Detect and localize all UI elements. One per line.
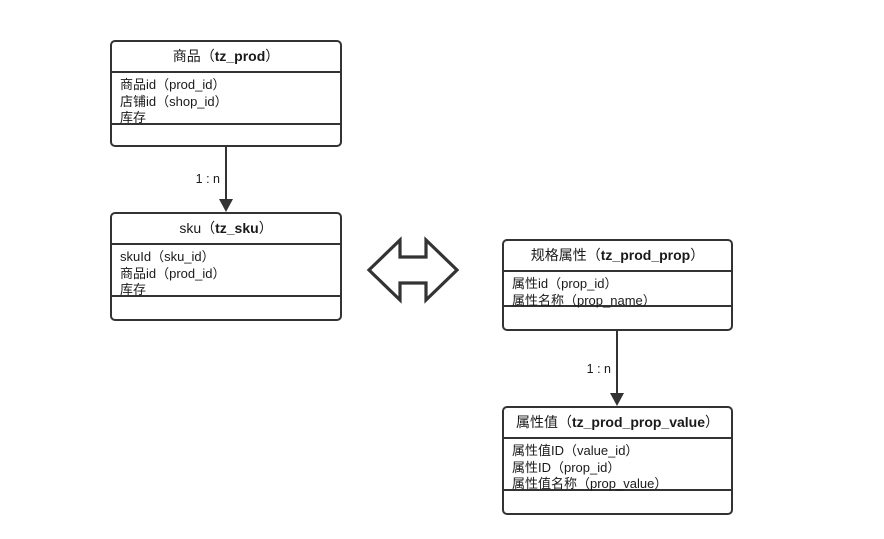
entity-title-text-prod-prop-value: 属性值 — [515, 414, 558, 430]
entity-title-sku: sku（tz_sku） — [112, 214, 340, 245]
attribute-row: 商品id（prod_id） — [120, 265, 226, 281]
attribute-row: 店铺id（shop_id） — [120, 93, 228, 109]
entity-footer-prod — [112, 125, 340, 145]
attribute-row: 商品id（prod_id） — [120, 77, 226, 92]
entity-footer-prod-prop — [504, 307, 731, 329]
entity-attributes-prod: 商品id（prod_id） 店铺id（shop_id） 库存 — [112, 73, 340, 125]
entity-title-text-prod-prop: 规格属性 — [530, 247, 587, 263]
entity-title-text-prod: 商品 — [172, 48, 201, 64]
entity-attributes-prod-prop-value: 属性值ID（value_id） 属性ID（prop_id） 属性值名称（prop… — [504, 439, 731, 491]
attribute-row: 属性id（prop_id） — [512, 276, 618, 291]
entity-box-sku[interactable]: sku（tz_sku） skuId（sku_id） 商品id（prod_id） … — [110, 212, 342, 321]
double-headed-arrow-icon — [366, 236, 460, 304]
entity-table-name-prod: tz_prod — [214, 48, 266, 64]
attribute-row: 库存 — [120, 110, 147, 125]
attribute-row: 库存 — [120, 282, 147, 297]
entity-attributes-prod-prop: 属性id（prop_id） 属性名称（prop_name） — [504, 272, 731, 308]
connector-line-icon — [225, 147, 227, 200]
attribute-row: skuId（sku_id） — [120, 249, 215, 264]
arrow-head-icon — [610, 393, 624, 406]
connector-line-icon — [616, 331, 618, 394]
attribute-row: 属性值ID（value_id） — [512, 443, 639, 458]
entity-footer-prod-prop-value — [504, 491, 731, 513]
attribute-row: 属性ID（prop_id） — [512, 459, 621, 475]
entity-title-text-sku: sku — [179, 220, 202, 236]
connector-label-prod-to-sku: 1 : n — [195, 172, 220, 186]
attribute-row: 属性名称（prop_name） — [512, 292, 656, 308]
entity-table-name-prod-prop-value: tz_prod_prop_value — [571, 414, 706, 430]
entity-box-prod[interactable]: 商品（tz_prod） 商品id（prod_id） 店铺id（shop_id） … — [110, 40, 342, 147]
entity-attributes-sku: skuId（sku_id） 商品id（prod_id） 库存 — [112, 245, 340, 297]
attribute-row: 属性值名称（prop_value） — [512, 476, 668, 491]
arrow-head-icon — [219, 199, 233, 212]
connector-label-prod-prop-to-prod-prop-value: 1 : n — [586, 362, 611, 376]
entity-box-prod-prop-value[interactable]: 属性值（tz_prod_prop_value） 属性值ID（value_id） … — [502, 406, 733, 515]
entity-table-name-prod-prop: tz_prod_prop — [600, 247, 691, 263]
entity-footer-sku — [112, 297, 340, 319]
entity-box-prod-prop[interactable]: 规格属性（tz_prod_prop） 属性id（prop_id） 属性名称（pr… — [502, 239, 733, 331]
entity-title-prod-prop: 规格属性（tz_prod_prop） — [504, 241, 731, 272]
entity-title-prod: 商品（tz_prod） — [112, 42, 340, 73]
entity-title-prod-prop-value: 属性值（tz_prod_prop_value） — [504, 408, 731, 439]
entity-table-name-sku: tz_sku — [215, 220, 259, 236]
